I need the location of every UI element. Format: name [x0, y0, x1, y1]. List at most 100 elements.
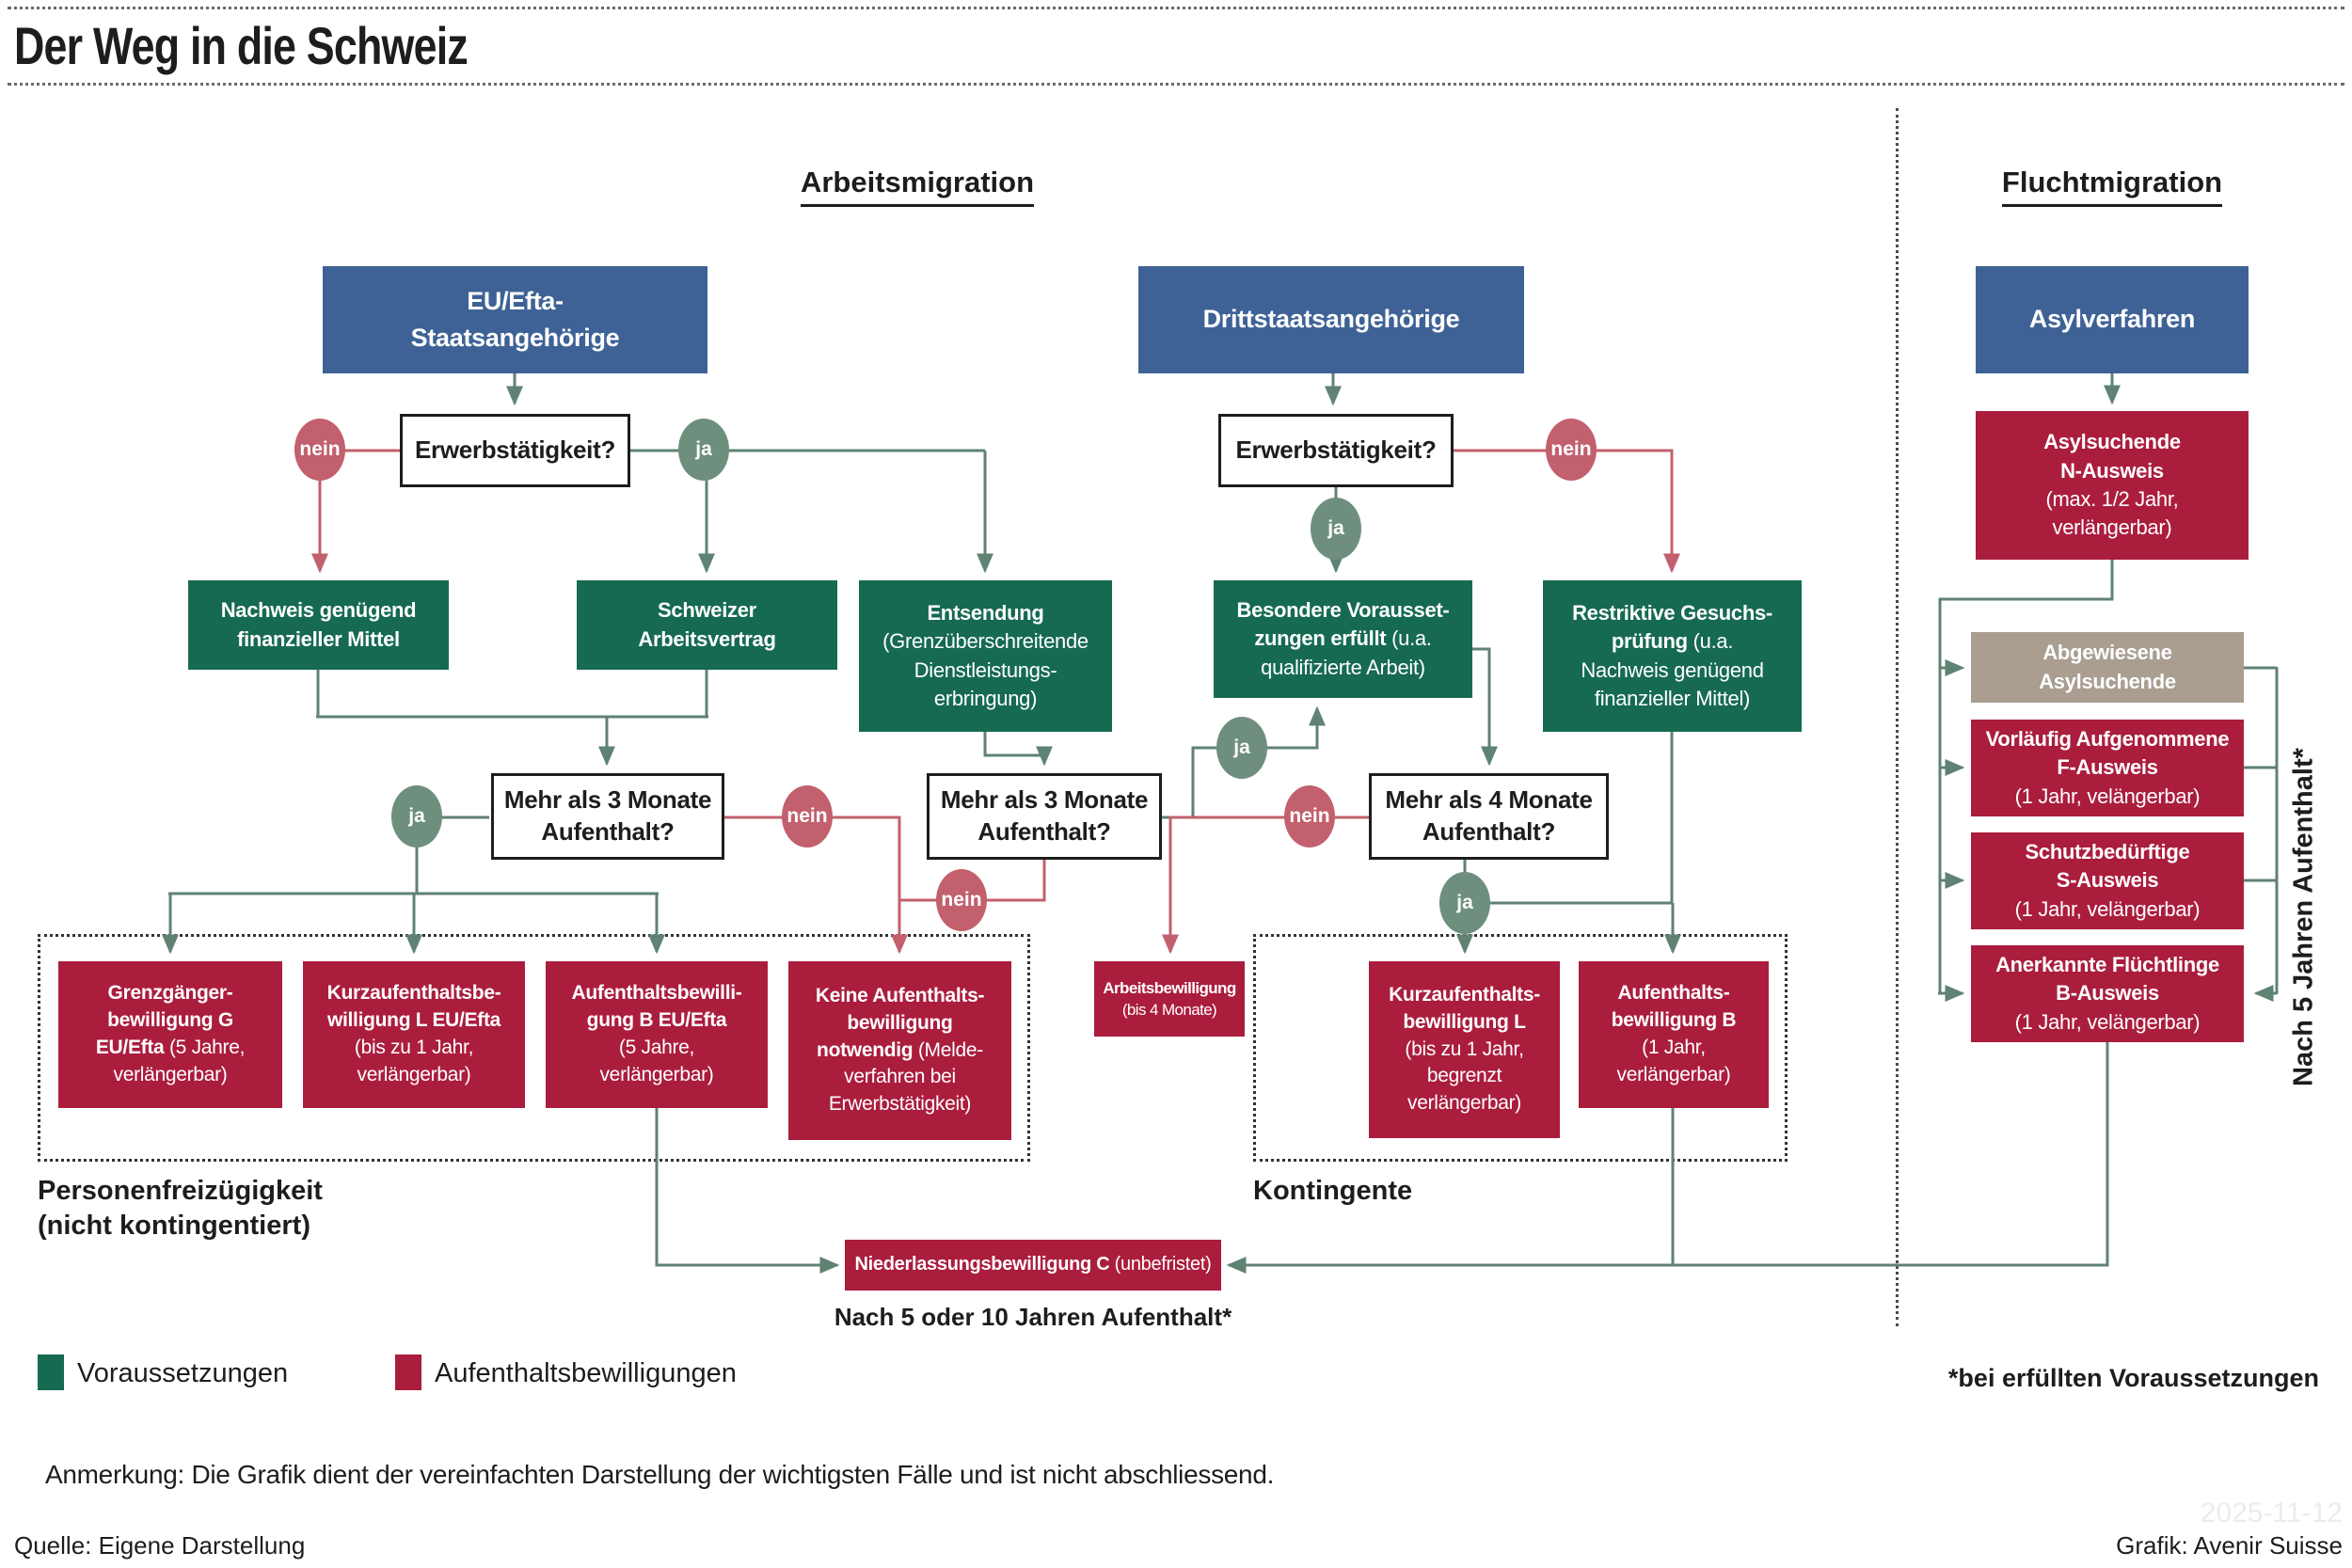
permit-kont-b-sub: (1 Jahr, verlängerbar): [1616, 1037, 1731, 1085]
permit-aufenthalt-b-kontingent: Aufenthalts- bewilligung B (1 Jahr, verl…: [1579, 961, 1769, 1108]
permit-kurz-eu-sub: (bis zu 1 Jahr, verlängerbar): [354, 1037, 474, 1085]
section-header-fluchtmigration-text: Fluchtmigration: [2001, 166, 2223, 207]
permit-niederlassung-c: Niederlassungsbewilligung C (unbefristet…: [845, 1240, 1221, 1291]
condition-restriktiv-text: Restriktive Gesuchs- prüfung (u.a. Nachw…: [1572, 599, 1772, 713]
condition-besondere-title: Besondere Vorausset- zungen erfüllt: [1236, 597, 1450, 651]
question-3-monate-eu: Mehr als 3 Monate Aufenthalt?: [491, 773, 724, 860]
permit-kurz-eu-text: Kurzaufenthaltsbe- willigung L EU/Efta (…: [327, 980, 501, 1089]
permit-c-title: Niederlassungsbewilligung C: [854, 1254, 1110, 1275]
status-abgewiesene-label: Abgewiesene Asylsuchende: [2039, 641, 2176, 693]
question-4-monate: Mehr als 4 Monate Aufenthalt?: [1369, 773, 1609, 860]
origin-asylverfahren-label: Asylverfahren: [2028, 305, 2196, 334]
decision-ja-erwerb-eu-label: ja: [695, 438, 712, 460]
question-3-monate-entsendung-label: Mehr als 3 Monate Aufenthalt?: [940, 785, 1149, 846]
caption-kontingente: Kontingente: [1253, 1176, 1413, 1206]
footer-source: Quelle: Eigene Darstellung: [14, 1531, 306, 1560]
decision-nein-erwerb-dritt-label: nein: [1550, 438, 1592, 460]
question-4-monate-label: Mehr als 4 Monate Aufenthalt?: [1385, 785, 1593, 846]
caption-nach-5-jahren-vertikal: Nach 5 Jahren Aufenthalt*: [2288, 748, 2319, 1086]
decision-ja-erwerb-eu: ja: [678, 419, 729, 481]
permit-s-text: Schutzbedürftige S-Ausweis (1 Jahr, velä…: [2015, 838, 2201, 924]
condition-entsendung-sub: (Grenzüberschreitende Dienstleistungs- e…: [882, 629, 1089, 710]
condition-arbeitsvertrag-label: Schweizer Arbeitsvertrag: [638, 598, 776, 651]
permit-arbeitsbew-title: Arbeitsbewilligung: [1103, 978, 1236, 997]
permit-f-title: Vorläufig Aufgenommene F-Ausweis: [1985, 726, 2230, 780]
permit-grenzgaenger-g: Grenzgänger- bewilligung G EU/Efta (5 Ja…: [58, 961, 282, 1108]
question-erwerbstaetigkeit-eu: Erwerbstätigkeit?: [400, 414, 630, 487]
permit-n-text: Asylsuchende N-Ausweis (max. 1/2 Jahr, v…: [2043, 428, 2181, 542]
permit-c-text: Niederlassungsbewilligung C (unbefristet…: [855, 1252, 1212, 1278]
section-header-fluchtmigration: Fluchtmigration: [1947, 166, 2277, 207]
legend-voraussetzungen-label: Voraussetzungen: [77, 1358, 289, 1388]
origin-eu-efta: EU/Efta- Staatsangehörige: [323, 266, 707, 373]
permit-arbeitsbew-text: Arbeitsbewilligung (bis 4 Monate): [1103, 977, 1236, 1022]
origin-drittstaaten-label: Drittstaatsangehörige: [1202, 305, 1460, 334]
permit-kurzaufenthalt-l-eu: Kurzaufenthaltsbe- willigung L EU/Efta (…: [303, 961, 525, 1108]
permit-keine-text: Keine Aufenthalts- bewilligung notwendig…: [816, 983, 985, 1119]
permit-arbeitsbew-sub: (bis 4 Monate): [1121, 1001, 1217, 1019]
decision-ja-3monate-eu-label: ja: [408, 805, 425, 827]
connector-q2-nein-to-restriktiv: [1454, 449, 1680, 574]
permit-s-ausweis: Schutzbedürftige S-Ausweis (1 Jahr, velä…: [1971, 832, 2244, 929]
origin-drittstaaten: Drittstaatsangehörige: [1138, 266, 1524, 373]
question-erwerbstaetigkeit-dritt-label: Erwerbstätigkeit?: [1235, 436, 1437, 465]
question-3-monate-entsendung: Mehr als 3 Monate Aufenthalt?: [927, 773, 1162, 860]
decision-ja-3monate-eu: ja: [391, 785, 442, 847]
permit-arbeitsbewilligung: Arbeitsbewilligung (bis 4 Monate): [1094, 961, 1245, 1037]
legend-aufenthaltsbewilligungen-label: Aufenthaltsbewilligungen: [435, 1358, 737, 1388]
section-header-arbeitsmigration: Arbeitsmigration: [748, 166, 1087, 207]
divider-top: [8, 7, 2344, 9]
page-title: Der Weg in die Schweiz: [14, 16, 469, 75]
footnote: *bei erfüllten Voraussetzungen: [1947, 1364, 2319, 1392]
origin-asylverfahren: Asylverfahren: [1976, 266, 2249, 373]
permit-b-sub: (1 Jahr, velängerbar): [2014, 1009, 2201, 1034]
permit-n-title: Asylsuchende N-Ausweis: [2043, 430, 2181, 483]
connector-n-down-left: [1938, 560, 2114, 993]
permit-f-text: Vorläufig Aufgenommene F-Ausweis (1 Jahr…: [1986, 725, 2230, 811]
divider-under-title: [8, 83, 2344, 86]
decision-nein-erwerb-eu-label: nein: [299, 438, 341, 460]
decision-ja-3monate-entsendung-label: ja: [1233, 736, 1250, 758]
decision-ja-3monate-entsendung: ja: [1216, 717, 1267, 779]
status-abgewiesene-asylsuchende: Abgewiesene Asylsuchende: [1971, 632, 2244, 703]
permit-kont-l-sub: (bis zu 1 Jahr, begrenzt verlängerbar): [1405, 1037, 1524, 1115]
permit-s-sub: (1 Jahr, velängerbar): [2014, 896, 2201, 921]
permit-aufenthalt-eu-text: Aufenthaltsbewilli- gung B EU/Efta (5 Ja…: [572, 980, 742, 1089]
decision-nein-4monate: nein: [1284, 785, 1335, 847]
group-personenfreizuegigkeit: [38, 934, 1030, 1162]
permit-b-title: Anerkannte Flüchtlinge B-Ausweis: [1995, 952, 2219, 1006]
decision-nein-erwerb-dritt: nein: [1546, 419, 1597, 481]
connector-b-eu-to-c: [655, 1108, 840, 1274]
connector-q5-nein-to-arbeitsbew: [1162, 816, 1369, 955]
condition-besondere-sub: (u.a. qualifizierte Arbeit): [1261, 626, 1432, 679]
origin-eu-efta-label: EU/Efta- Staatsangehörige: [410, 286, 620, 352]
permit-aufenthalt-eu-title: Aufenthaltsbewilli- gung B EU/Efta: [571, 982, 742, 1032]
decision-ja-erwerb-dritt: ja: [1311, 498, 1361, 560]
caption-personenfreizuegigkeit: Personenfreizügigkeit (nicht kontingenti…: [38, 1176, 323, 1242]
group-kontingente: [1253, 934, 1788, 1162]
legend-aufenthaltsbewilligungen-swatch: [395, 1354, 421, 1390]
permit-n-sub: (max. 1/2 Jahr, verlängerbar): [2045, 487, 2179, 540]
question-3-monate-eu-label: Mehr als 3 Monate Aufenthalt?: [503, 785, 712, 846]
condition-besondere-text: Besondere Vorausset- zungen erfüllt (u.a…: [1237, 596, 1450, 682]
condition-besondere-voraussetzungen: Besondere Vorausset- zungen erfüllt (u.a…: [1214, 580, 1472, 698]
caption-nach-5-oder-10: Nach 5 oder 10 Jahren Aufenthalt*: [834, 1303, 1232, 1331]
permit-aufenthalt-b-eu: Aufenthaltsbewilli- gung B EU/Efta (5 Ja…: [546, 961, 768, 1108]
permit-f-ausweis: Vorläufig Aufgenommene F-Ausweis (1 Jahr…: [1971, 720, 2244, 816]
decision-ja-4monate-label: ja: [1456, 892, 1473, 913]
condition-entsendung-text: Entsendung (Grenzüberschreitende Dienstl…: [882, 599, 1089, 713]
footer-credit: Grafik: Avenir Suisse: [2116, 1531, 2343, 1560]
condition-entsendung: Entsendung (Grenzüberschreitende Dienstl…: [859, 580, 1112, 732]
permit-grenzgaenger-sub: (5 Jahre, verlängerbar): [113, 1037, 246, 1085]
permit-grenzgaenger-title: Grenzgänger- bewilligung G EU/Efta: [95, 982, 233, 1058]
decision-nein-3monate-eu: nein: [782, 785, 833, 847]
condition-arbeitsvertrag: Schweizer Arbeitsvertrag: [577, 580, 837, 670]
note: Anmerkung: Die Grafik dient der vereinfa…: [45, 1460, 1275, 1489]
permit-grenzgaenger-text: Grenzgänger- bewilligung G EU/Efta (5 Ja…: [95, 980, 246, 1089]
connector-b-ausweis-to-c: [1226, 1042, 2109, 1274]
permit-kont-l-text: Kurzaufenthalts- bewilligung L (bis zu 1…: [1389, 982, 1540, 1118]
permit-kont-l-title: Kurzaufenthalts- bewilligung L: [1389, 983, 1540, 1033]
condition-nachweis-mittel: Nachweis genügend finanzieller Mittel: [188, 580, 449, 670]
